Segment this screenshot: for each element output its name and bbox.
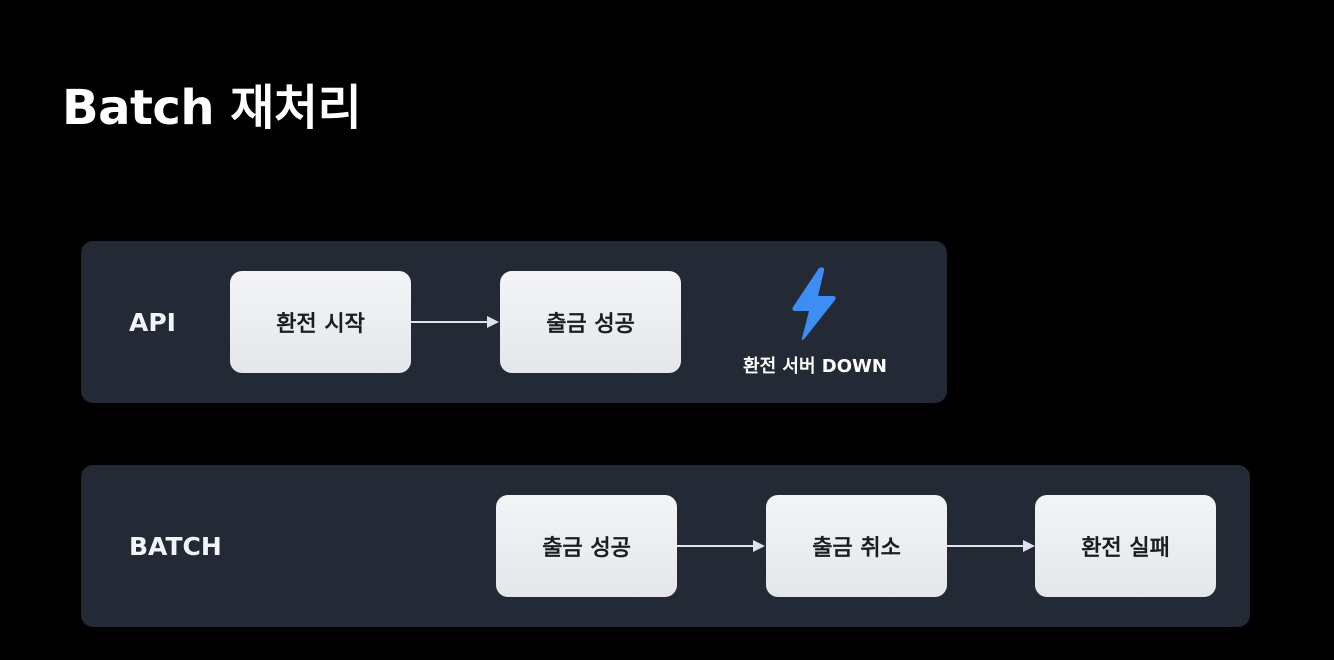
server-down-label: 환전 서버 DOWN xyxy=(743,356,887,377)
step-withdraw-cancel: 출금 취소 xyxy=(766,495,947,597)
arrow-connector xyxy=(411,315,499,329)
step-withdraw-success: 출금 성공 xyxy=(496,495,677,597)
lane-label-batch: BATCH xyxy=(129,531,222,561)
step-withdraw-success: 출금 성공 xyxy=(500,271,681,373)
step-exchange-fail: 환전 실패 xyxy=(1035,495,1216,597)
page-title: Batch 재처리 xyxy=(62,80,362,136)
lightning-bolt-icon xyxy=(789,267,839,343)
step-exchange-start: 환전 시작 xyxy=(230,271,411,373)
arrow-connector xyxy=(677,539,765,553)
lane-label-api: API xyxy=(129,307,176,337)
arrow-connector xyxy=(947,539,1035,553)
lane-api: API 환전 시작 출금 성공 환전 서버 DOWN xyxy=(81,241,947,403)
lane-batch: BATCH 출금 성공 출금 취소 환전 실패 xyxy=(81,465,1250,627)
